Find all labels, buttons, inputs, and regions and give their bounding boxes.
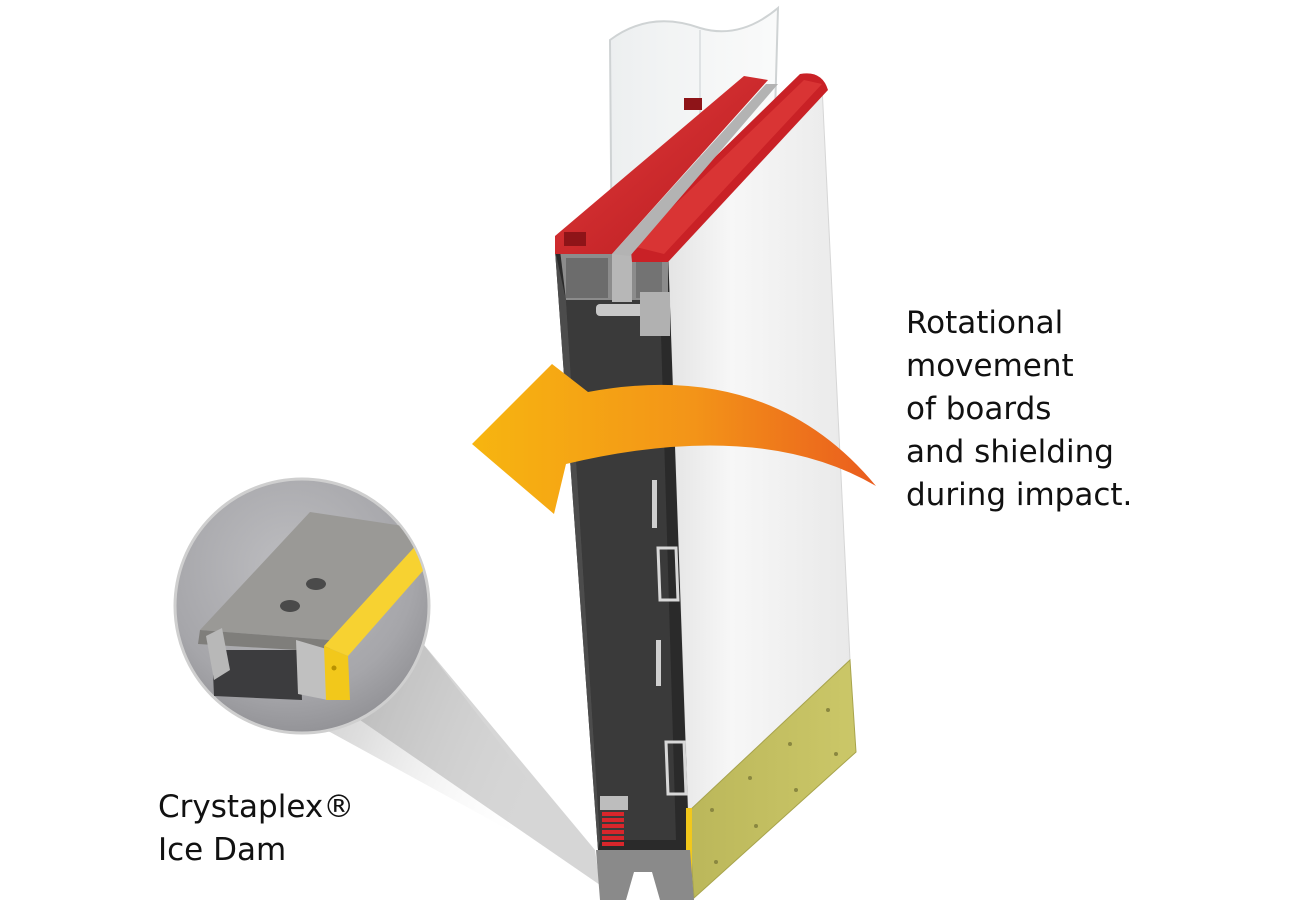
spring-anchor: [600, 796, 628, 846]
ice-dam-caption: Crystaplex® Ice Dam: [158, 786, 354, 872]
interior-cleats: [652, 480, 688, 796]
caption-line: Ice Dam: [158, 832, 287, 868]
caption-line: during impact.: [906, 477, 1133, 513]
caption-line: of boards: [906, 391, 1052, 427]
caption-line: and shielding: [906, 434, 1114, 470]
red-cap-rail: [555, 76, 768, 254]
base-channel: [596, 850, 694, 900]
caption-line: Crystaplex®: [158, 789, 355, 825]
rotation-arrow-icon: [472, 364, 876, 514]
rotational-movement-caption: Rotational movement of boards and shield…: [906, 302, 1132, 517]
caption-line: Rotational: [906, 305, 1064, 341]
ice-dam-detail: [173, 477, 431, 735]
caption-line: movement: [906, 348, 1074, 384]
